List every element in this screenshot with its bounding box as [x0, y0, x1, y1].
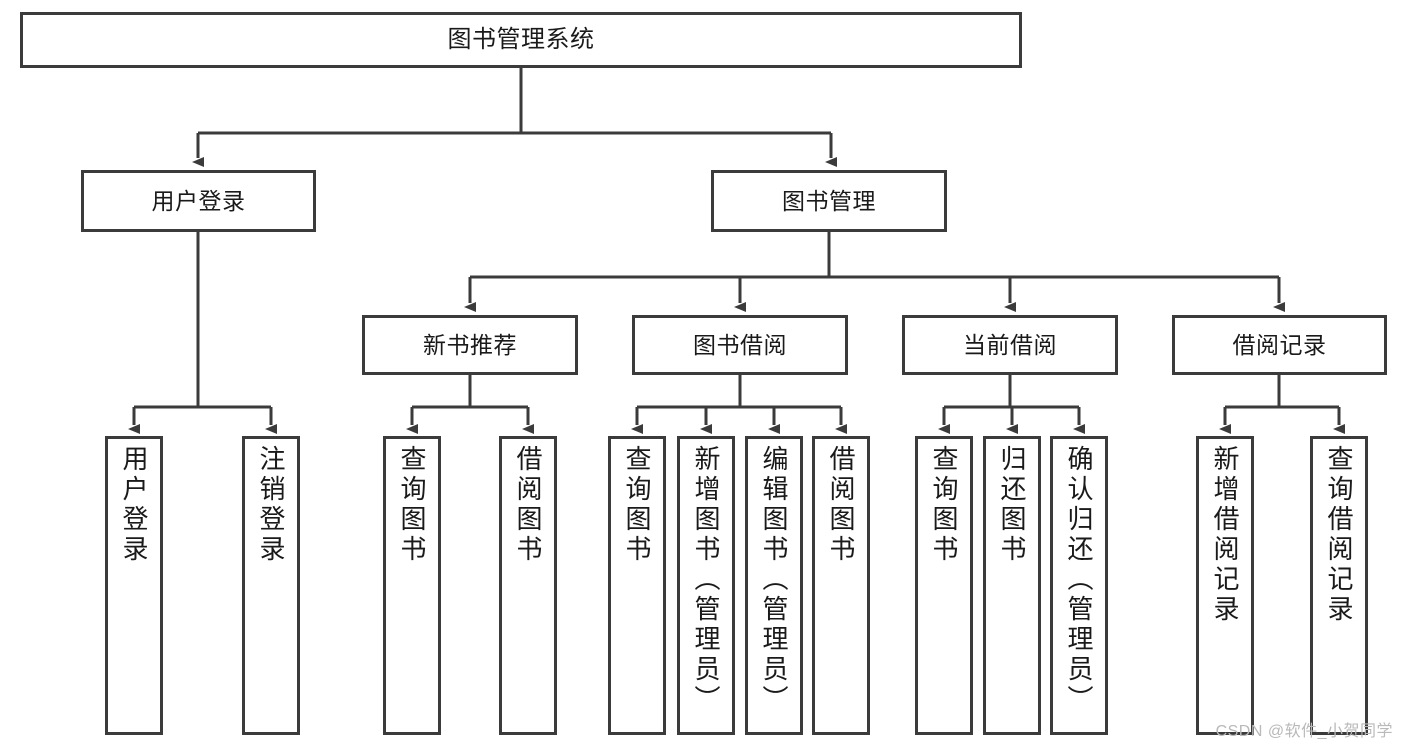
node-label: 查询图书	[622, 445, 652, 565]
node-label: 编辑图书（管理员）	[759, 445, 789, 715]
node-root-book-management-system[interactable]: 图书管理系统	[20, 12, 1022, 68]
node-label: 借阅图书	[513, 445, 543, 565]
leaf-borrow-edit-book-admin[interactable]: 编辑图书（管理员）	[745, 436, 803, 735]
node-label: 查询图书	[929, 445, 959, 565]
leaf-current-query-book[interactable]: 查询图书	[915, 436, 973, 735]
csdn-watermark: CSDN @软件_小贺同学	[1215, 723, 1393, 740]
leaf-record-add[interactable]: 新增借阅记录	[1196, 436, 1254, 735]
node-label: 图书管理系统	[447, 26, 595, 54]
node-borrow-record[interactable]: 借阅记录	[1172, 315, 1387, 375]
leaf-borrow-query-book[interactable]: 查询图书	[608, 436, 666, 735]
node-label: 借阅记录	[1232, 331, 1327, 358]
node-current-borrow[interactable]: 当前借阅	[902, 315, 1118, 375]
node-label: 图书借阅	[693, 331, 787, 358]
leaf-borrow-add-book-admin[interactable]: 新增图书（管理员）	[677, 436, 735, 735]
node-label: 用户登录	[119, 445, 149, 565]
node-label: 借阅图书	[826, 445, 856, 565]
leaf-record-query[interactable]: 查询借阅记录	[1310, 436, 1368, 735]
node-label: 新增借阅记录	[1210, 445, 1240, 625]
node-label: 新书推荐	[423, 331, 517, 358]
leaf-user-logout[interactable]: 注销登录	[242, 436, 300, 735]
leaf-current-confirm-return-admin[interactable]: 确认归还（管理员）	[1050, 436, 1108, 735]
node-label: 用户登录	[151, 187, 246, 214]
node-label: 查询图书	[397, 445, 427, 565]
leaf-user-login[interactable]: 用户登录	[105, 436, 163, 735]
node-label: 归还图书	[997, 445, 1027, 565]
node-label: 图书管理	[782, 187, 876, 214]
leaf-new-book-borrow[interactable]: 借阅图书	[499, 436, 557, 735]
node-label: 当前借阅	[963, 331, 1057, 358]
node-book-borrow[interactable]: 图书借阅	[632, 315, 848, 375]
node-label: 确认归还（管理员）	[1064, 445, 1094, 715]
leaf-borrow-lend-book[interactable]: 借阅图书	[812, 436, 870, 735]
node-label: 新增图书（管理员）	[691, 445, 721, 715]
leaf-current-return-book[interactable]: 归还图书	[983, 436, 1041, 735]
leaf-new-book-query[interactable]: 查询图书	[383, 436, 441, 735]
node-user-login[interactable]: 用户登录	[81, 170, 316, 232]
node-label: 注销登录	[256, 445, 286, 565]
node-label: 查询借阅记录	[1324, 445, 1354, 625]
node-new-book-recommend[interactable]: 新书推荐	[362, 315, 578, 375]
node-book-management[interactable]: 图书管理	[711, 170, 947, 232]
